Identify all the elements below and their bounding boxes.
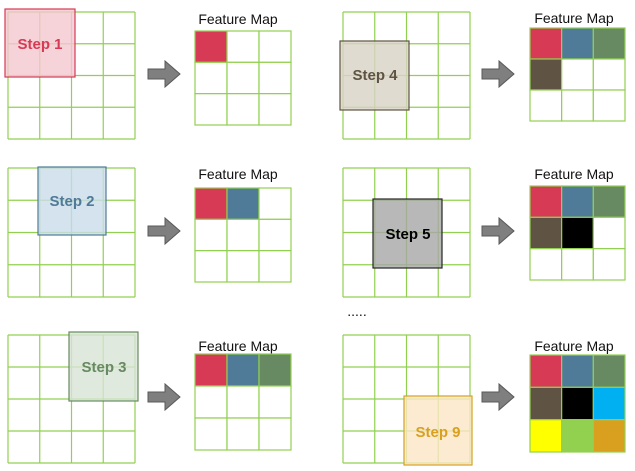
feature-map-cell (226, 218, 260, 252)
panel-step-5: Step 5 Feature Map (342, 166, 626, 298)
panel-step-4: Step 4 Feature Map (339, 10, 626, 140)
filter-window (4, 8, 76, 78)
feature-map-title: Feature Map (534, 166, 614, 182)
feature-map (194, 353, 292, 451)
filter-window (339, 40, 410, 111)
feature-map-cell (529, 58, 563, 91)
feature-map-cell (561, 89, 594, 122)
feature-map (529, 185, 626, 281)
feature-map-title: Feature Map (198, 11, 278, 27)
feature-map-title: Feature Map (534, 338, 614, 354)
feature-map-title: Feature Map (198, 338, 278, 354)
right-arrow-icon (147, 216, 181, 246)
right-arrow-icon (147, 382, 181, 412)
step-label: Step 3 (81, 359, 126, 376)
feature-map-title: Feature Map (534, 10, 614, 26)
feature-map-cell (592, 27, 626, 60)
right-arrow-icon (481, 59, 515, 89)
filter-window (403, 395, 473, 466)
feature-map-cell (529, 89, 563, 122)
feature-map-cell (258, 218, 292, 252)
filter-window (68, 331, 139, 402)
panel-step-9: Step 9 Feature Map (342, 334, 626, 466)
feature-map-cell (561, 419, 594, 453)
feature-map-cell (258, 187, 292, 220)
feature-map-cell (561, 185, 594, 218)
feature-map-cell (592, 248, 626, 281)
feature-map-cell (561, 354, 594, 388)
feature-map-cell (258, 353, 292, 387)
feature-map-cell (529, 27, 563, 60)
feature-map-cell (258, 61, 292, 95)
feature-map-cell (194, 250, 228, 283)
feature-map-cell (561, 216, 594, 250)
step-label: Step 9 (415, 424, 460, 441)
feature-map (194, 187, 292, 283)
step-label: Step 5 (385, 226, 430, 243)
right-arrow-icon (481, 216, 515, 246)
feature-map (529, 27, 626, 122)
feature-map-cell (529, 216, 563, 250)
feature-map-cell (194, 353, 228, 387)
feature-map-cell (194, 417, 228, 451)
feature-map-cell (194, 93, 228, 126)
feature-map-cell (592, 419, 626, 453)
feature-map-cell (592, 354, 626, 388)
panel-step-1: Step 1 Feature Map (4, 8, 292, 140)
feature-map-cell (194, 385, 228, 419)
panel-step-2: Step 2 Feature Map (7, 166, 292, 298)
feature-map-cell (529, 248, 563, 281)
feature-map-cell (194, 30, 228, 63)
step-label: Step 2 (49, 193, 94, 210)
feature-map-cell (529, 354, 563, 388)
feature-map-cell (194, 187, 228, 220)
feature-map-cell (226, 417, 260, 451)
feature-map-cell (529, 185, 563, 218)
feature-map-cell (592, 185, 626, 218)
feature-map-cell (226, 93, 260, 126)
feature-map-cell (226, 187, 260, 220)
feature-map-cell (194, 61, 228, 95)
panel-step-3: Step 3 Feature Map (7, 331, 292, 464)
filter-window (37, 166, 107, 236)
step-label: Step 4 (352, 67, 398, 84)
filter-window (372, 198, 443, 269)
feature-map-cell (194, 218, 228, 252)
feature-map-cell (592, 89, 626, 122)
feature-map-cell (592, 386, 626, 421)
feature-map-cell (258, 93, 292, 126)
feature-map-cell (258, 417, 292, 451)
feature-map-cell (529, 419, 563, 453)
feature-map-cell (561, 386, 594, 421)
right-arrow-icon (147, 59, 181, 89)
feature-map-cell (258, 250, 292, 283)
feature-map-cell (226, 353, 260, 387)
feature-map-cell (226, 385, 260, 419)
feature-map (194, 30, 292, 126)
feature-map-title: Feature Map (198, 166, 278, 182)
feature-map-cell (226, 250, 260, 283)
feature-map-cell (561, 58, 594, 91)
feature-map-cell (258, 30, 292, 63)
feature-map-cell (226, 61, 260, 95)
ellipsis-text: ..... (347, 303, 366, 319)
feature-map-cell (226, 30, 260, 63)
feature-map-cell (592, 58, 626, 91)
feature-map-cell (258, 385, 292, 419)
feature-map-cell (592, 216, 626, 250)
right-arrow-icon (481, 382, 515, 412)
feature-map-cell (529, 386, 563, 421)
feature-map (529, 354, 626, 453)
feature-map-cell (561, 27, 594, 60)
feature-map-cell (561, 248, 594, 281)
step-label: Step 1 (17, 36, 62, 53)
